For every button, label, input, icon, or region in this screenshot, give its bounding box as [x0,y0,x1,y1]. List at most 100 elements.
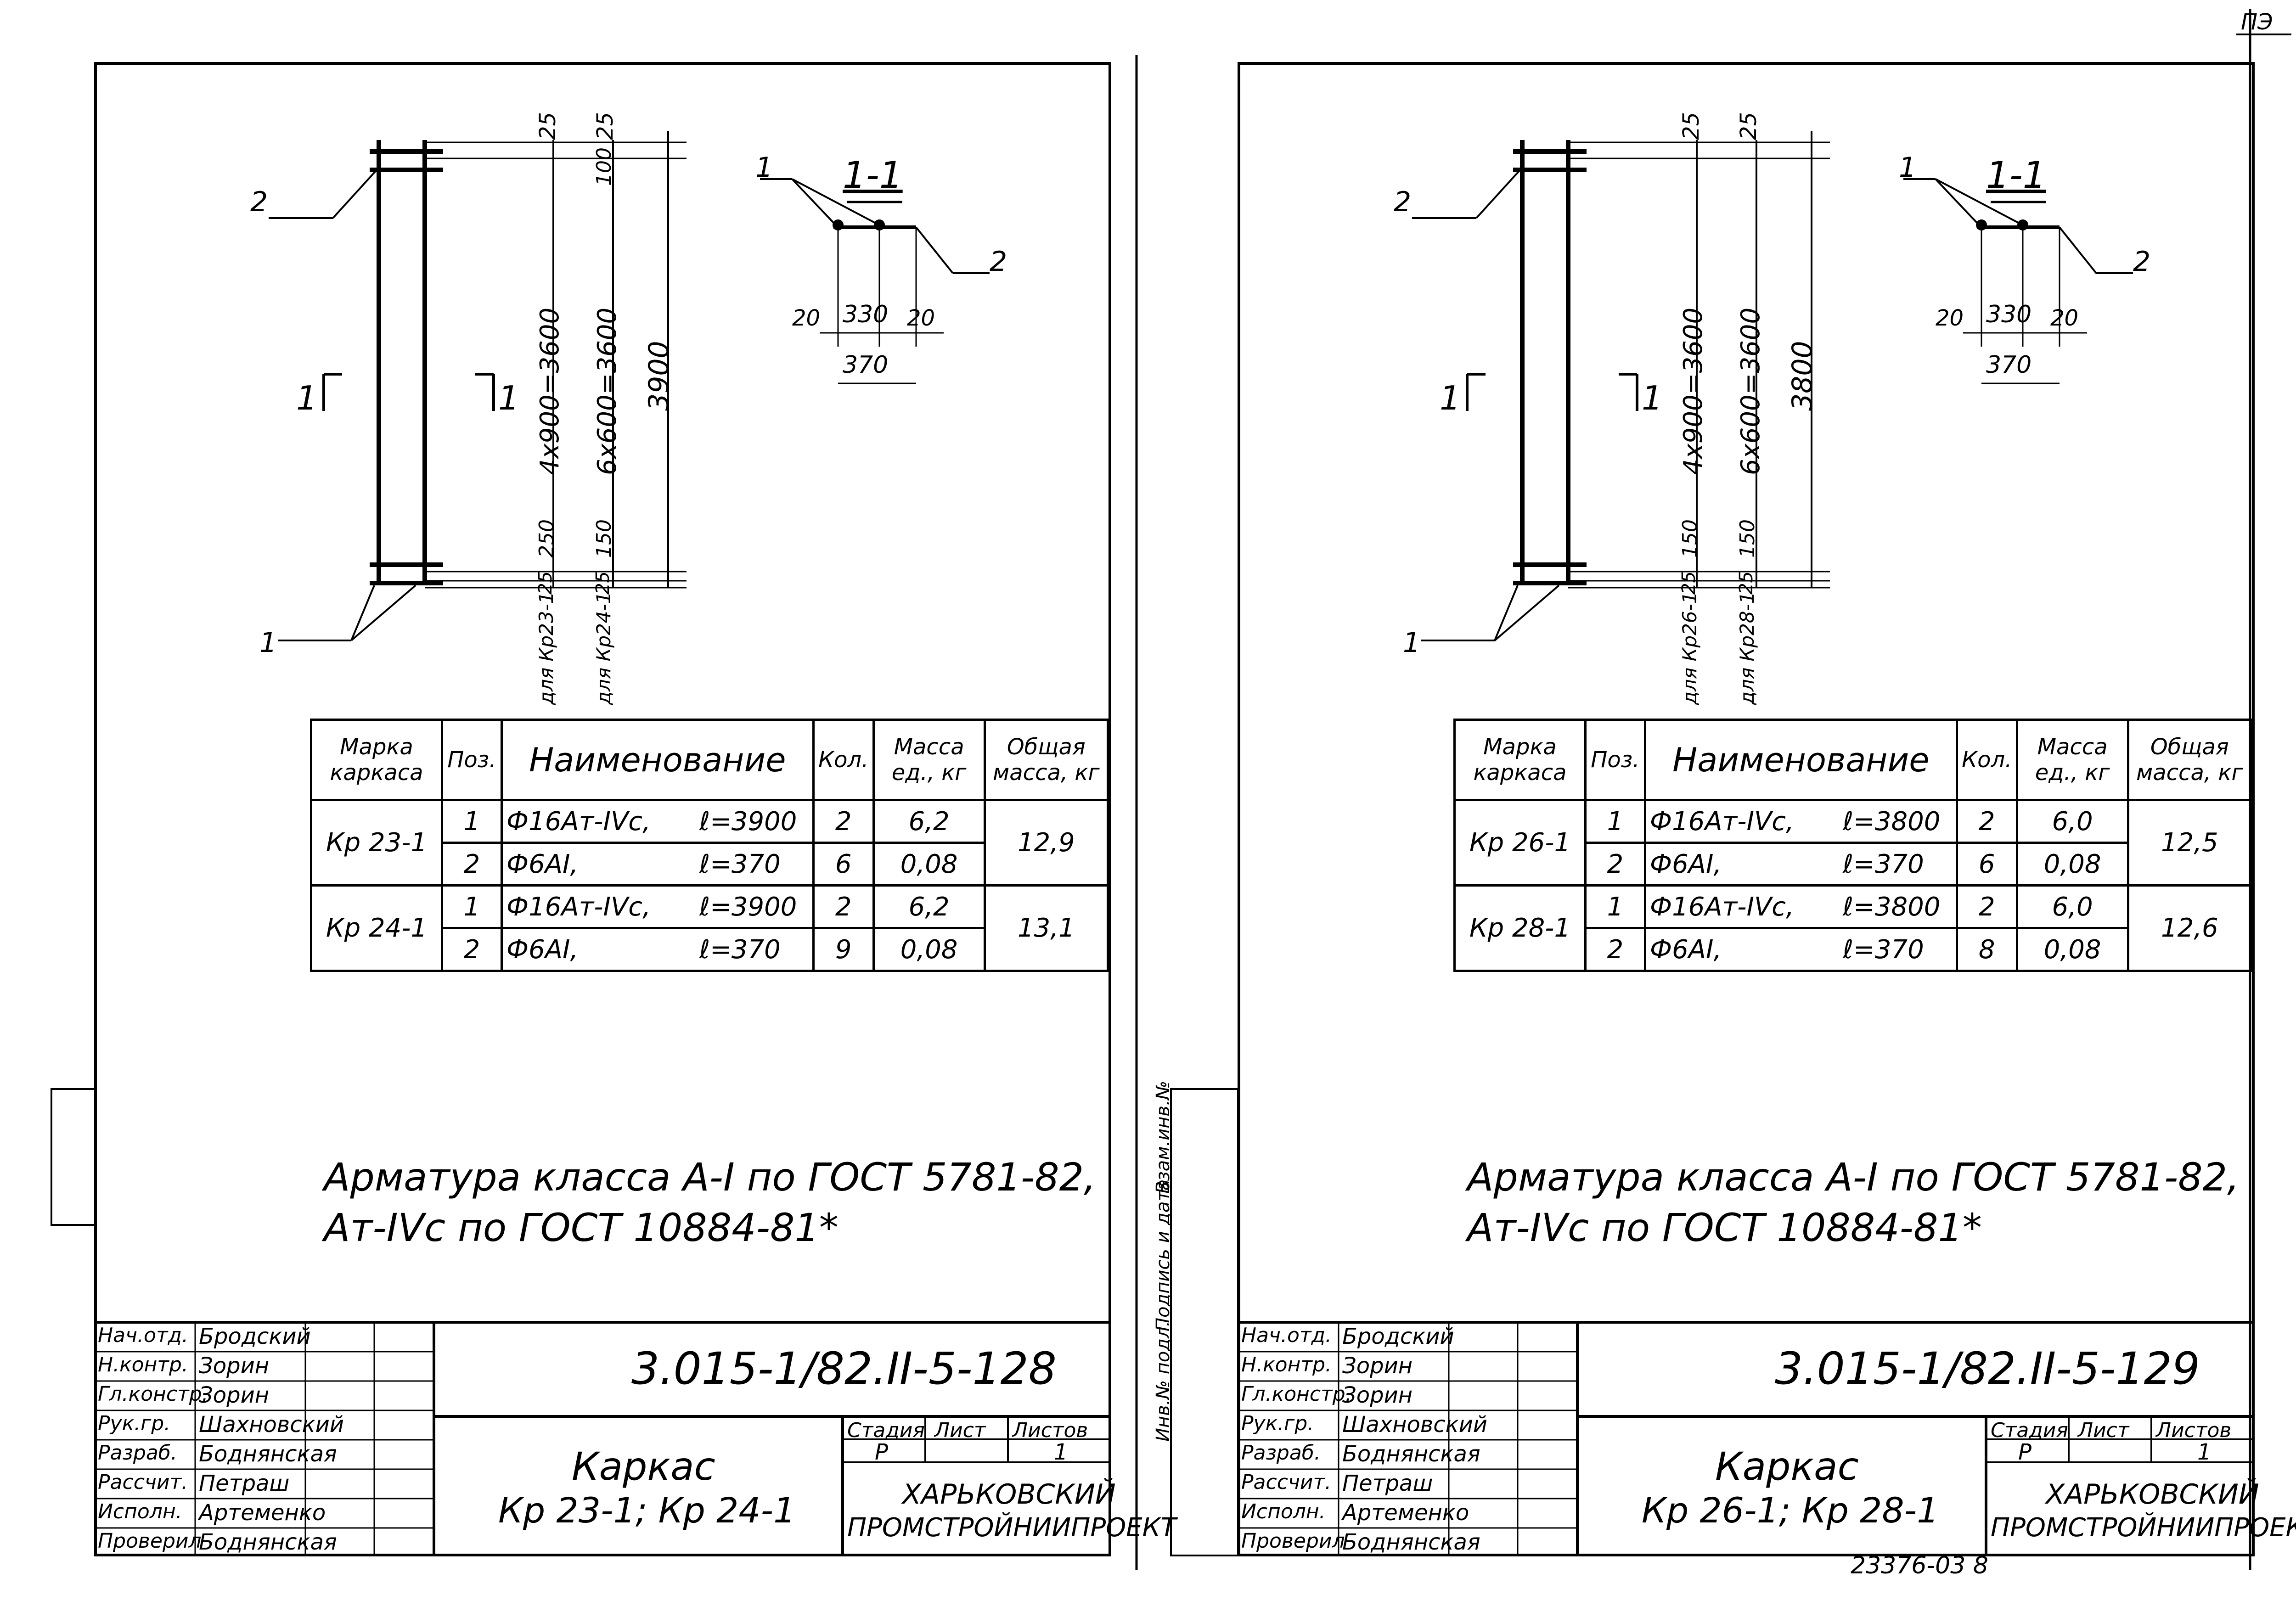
spec-qty: 2 [812,799,875,844]
spec-total: 12,5 [2127,799,2253,887]
tb-role: Разраб. [1241,1441,1321,1465]
dim-for-a: для Кр26-1 [1678,591,1701,705]
spec-qty: 2 [812,884,875,929]
spec-name-text: Ф16Ат-IVс, [1649,892,1794,922]
tb-code: 3.015-1/82.II-5-129 [1775,1343,2200,1394]
tb-org-2: ПРОМСТРОЙНИИПРОЕКТ [847,1513,1176,1543]
section-dim-c: 20 [2050,305,2079,331]
spec-header: Поз. [440,719,503,801]
note-line-2: Ат-IVс по ГОСТ 10884-81* [324,1205,838,1250]
spec-header: Общая масса, кг [983,719,1109,801]
spec-length: ℓ=370 [699,934,781,965]
spec-mass: 6,0 [2015,884,2129,929]
dim-for-b: для Кр28-1 [1736,591,1758,705]
tb-lists: 1 [1054,1439,1068,1465]
spec-mass: 0,08 [2015,927,2129,972]
spec-qty: 2 [1955,799,2018,844]
spec-name: Ф16Ат-IVс, ℓ=3800 [1643,799,1958,844]
spec-total: 12,6 [2127,884,2253,972]
spec-pos: 1 [1584,799,1646,844]
note-line-1: Арматура класса А-I по ГОСТ 5781-82, [1467,1155,2240,1200]
tb-code: 3.015-1/82.II-5-128 [631,1343,1057,1394]
spec-mark: Кр 28-1 [1453,884,1587,972]
dim-bot-a: 150 [1678,519,1702,558]
spec-header: Поз. [1584,719,1646,801]
spec-mass: 0,08 [872,927,986,972]
callout-pos2-section: 2 [2133,246,2151,278]
tb-lists-h: Листов [2156,1419,2232,1442]
dim-top-a: 25 [1678,112,1704,140]
tb-name-line2: Кр 23-1; Кр 24-1 [498,1490,796,1531]
spec-name-text: Ф6АI, [1649,849,1722,879]
callout-pos1-section: 1 [755,152,773,184]
tb-name: Боднянская [1342,1529,1480,1555]
tb-role: Рук.гр. [98,1412,171,1435]
spec-length: ℓ=3900 [699,892,797,922]
spec-name: Ф16Ат-IVс,ℓ=3800 [1643,884,1958,929]
spec-name-text: Ф16Ат-IVс, [1649,806,1794,837]
callout-pos1-bottom: 1 [1403,627,1421,659]
spec-mass: 6,2 [872,799,986,844]
tb-role: Проверил [1241,1529,1345,1553]
section-mark-left: 1 [1440,379,1461,417]
callout-pos1-bottom: 1 [259,627,277,659]
tb-role: Нач.отд. [98,1324,188,1347]
spec-pos: 1 [440,884,503,929]
tb-name-line1: Каркас [572,1444,715,1489]
dim-total: 3800 [1786,341,1818,411]
tb-role: Проверил [98,1529,202,1553]
tb-org-2: ПРОМСТРОЙНИИПРОЕКТ [1991,1513,2296,1543]
tb-role: Рук.гр. [1241,1412,1314,1435]
spec-pos: 2 [1584,842,1646,887]
drawing-sheet-right [1238,62,2255,1556]
tb-name: Артеменко [1342,1500,1469,1526]
spec-qty: 6 [1955,842,2018,887]
spec-mass: 6,0 [2015,799,2129,844]
spec-total: 13,1 [983,884,1109,972]
callout-pos2-left: 2 [250,186,268,218]
spec-name: Ф6АI, ℓ=370 [1643,927,1958,972]
spec-name-text: Ф6АI, [1649,934,1722,965]
spec-qty: 2 [1955,884,2018,929]
tb-name: Боднянская [1342,1441,1480,1467]
tb-stage: Р [2018,1439,2032,1465]
spec-length: ℓ=370 [1842,934,1924,965]
spec-header: Марка каркаса [1453,719,1587,801]
section-dim-a: 20 [1936,305,1964,331]
tb-lists-h: Листов [1013,1419,1088,1442]
spec-length: ℓ=3800 [1842,806,1941,837]
tb-name: Боднянская [199,1441,337,1467]
spec-pos: 2 [440,927,503,972]
tb-role: Рассчит. [1241,1471,1332,1494]
callout-pos2-left: 2 [1394,186,1412,218]
tb-role: Исполн. [98,1500,182,1523]
spec-qty: 8 [1955,927,2018,972]
tb-org-1: ХАРЬКОВСКИЙ [902,1478,1116,1511]
tb-stage-h: Стадия [847,1419,925,1442]
spec-header: Масса ед., кг [2015,719,2129,801]
tb-list-h: Лист [2078,1419,2129,1442]
tb-role: Исполн. [1241,1500,1326,1523]
dim-span-b: 6х600=3600 [1736,307,1766,475]
spec-header: Наименование [500,719,815,801]
spec-mass: 0,08 [872,842,986,887]
section-title: 1-1 [843,154,903,197]
tb-name-line2: Кр 26-1; Кр 28-1 [1642,1490,1939,1531]
spec-length: ℓ=370 [699,849,781,879]
spec-name: Ф16Ат-IVс,ℓ=3900 [500,884,815,929]
spec-name: Ф6АI, ℓ=370 [500,927,815,972]
spec-length: ℓ=370 [1842,849,1924,879]
spec-name-text: Ф6АI, [506,934,579,965]
footer-code: 23376-03 8 [1851,1552,1988,1579]
section-dim-total: 370 [843,351,889,379]
spec-name: Ф6АI, ℓ=370 [1643,842,1958,887]
dim-bot-b: 150 [1736,519,1759,558]
section-mark-left: 1 [296,379,317,417]
tb-name: Зорин [199,1353,270,1379]
tb-name: Петраш [1342,1471,1433,1496]
dim-span-a: 4х900=3600 [1678,307,1708,475]
